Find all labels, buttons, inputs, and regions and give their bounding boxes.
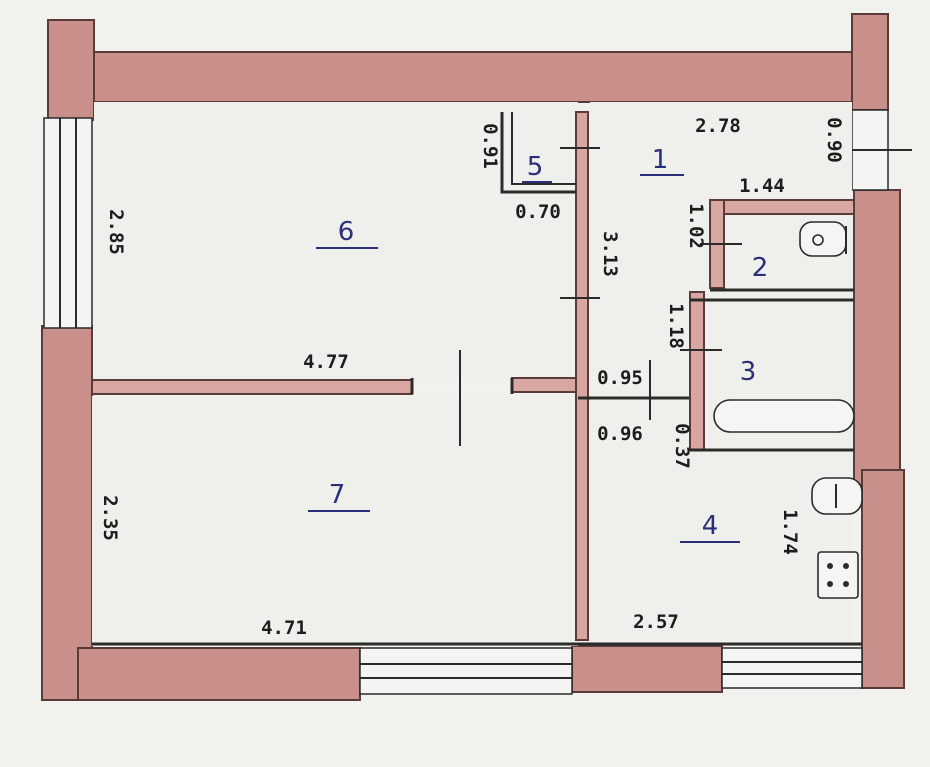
partition-6-7-left xyxy=(91,379,413,395)
hall-floor xyxy=(590,102,852,640)
dim-room3-height: 1.18 xyxy=(665,303,687,349)
dim-room6-height: 2.85 xyxy=(105,209,127,255)
windows xyxy=(43,109,912,695)
dim-room6-width: 4.77 xyxy=(303,351,349,373)
wall-top-left-corner xyxy=(47,19,95,121)
dim-partition-length: 3.13 xyxy=(599,231,621,277)
stove-icon xyxy=(817,551,859,599)
dim-room4-height: 1.74 xyxy=(779,509,801,555)
window-bottom-left xyxy=(359,647,573,695)
wall-bottom-middle xyxy=(571,645,723,693)
room-label-5: 5 xyxy=(527,152,544,182)
dim-room7-height: 2.35 xyxy=(99,495,121,541)
partition-vertical xyxy=(575,111,589,641)
pantry-wall xyxy=(500,112,576,194)
dim-room1-width: 2.78 xyxy=(695,115,741,137)
fixtures xyxy=(713,221,863,599)
room-labels: 5 1 6 2 3 7 4 xyxy=(308,145,769,543)
dim-door-a: 0.95 xyxy=(597,367,643,389)
window-bottom-right xyxy=(721,647,863,689)
room-7-floor xyxy=(92,396,578,646)
dim-room4-width: 2.57 xyxy=(633,611,679,633)
dim-entrance-width: 0.90 xyxy=(823,117,845,163)
room-label-3: 3 xyxy=(740,357,757,387)
room-label-6: 6 xyxy=(338,217,355,247)
dim-room2-width: 1.44 xyxy=(739,175,785,197)
dim-room5-width: 0.70 xyxy=(515,201,561,223)
room-6-floor xyxy=(94,102,578,380)
bathtub-icon xyxy=(713,399,855,433)
window-left xyxy=(43,117,93,329)
wall-bottom-left xyxy=(77,647,361,701)
exterior-walls xyxy=(41,13,905,701)
partitions xyxy=(91,111,862,646)
partition-6-7-right xyxy=(511,377,579,393)
dimension-labels: 2.85 4.77 0.91 0.70 3.13 2.78 0.90 1.44 … xyxy=(99,115,845,639)
room-label-4: 4 xyxy=(702,511,719,541)
wall-left-lower xyxy=(41,325,93,701)
dim-room7-width: 4.71 xyxy=(261,617,307,639)
room-label-2: 2 xyxy=(752,253,769,283)
dim-door-offset: 0.37 xyxy=(671,423,693,469)
wall-right-lower xyxy=(861,469,905,689)
room-label-1: 1 xyxy=(652,145,669,175)
wall-top xyxy=(93,51,855,103)
dim-room2-height: 1.02 xyxy=(685,203,707,249)
wall-top-right-corner xyxy=(851,13,889,111)
dim-room5-height: 0.91 xyxy=(479,123,501,169)
room-2-top-wall xyxy=(709,199,855,215)
room-label-7: 7 xyxy=(329,480,346,510)
wall-right xyxy=(853,189,901,491)
dim-door-b: 0.96 xyxy=(597,423,643,445)
